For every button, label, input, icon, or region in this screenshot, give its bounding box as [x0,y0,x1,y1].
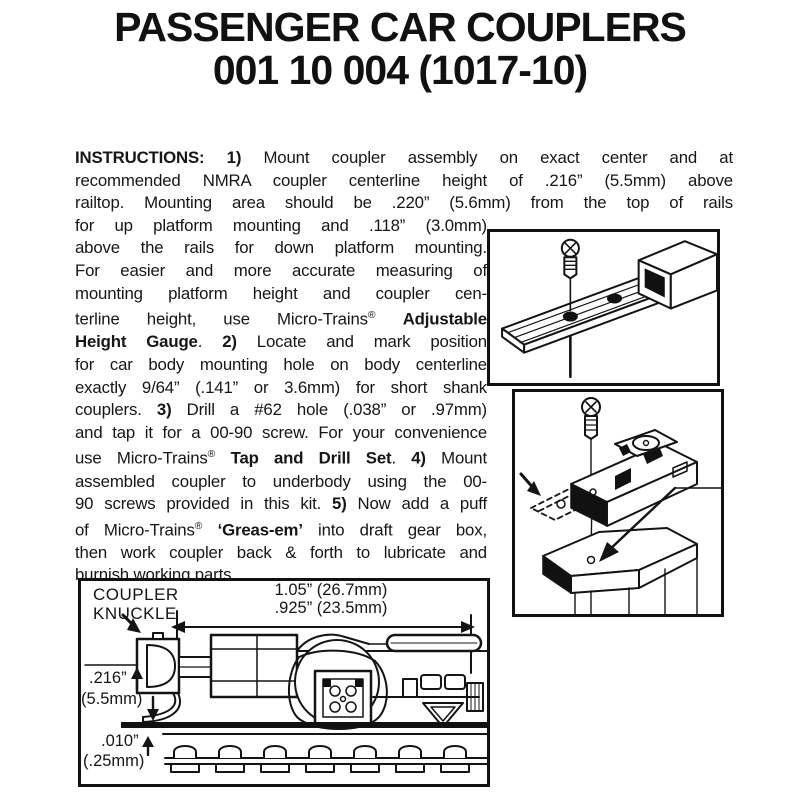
instruction-line: terline height, use Micro-Trains® Adjust… [75,309,487,329]
coupler-height-dimension-in: .216” [89,669,127,687]
instruction-line: use Micro-Trains® Tap and Drill Set. 4) … [75,448,488,468]
instruction-line: then work coupler back & forth to lubric… [75,542,487,562]
instruction-line: assembled coupler to underbody using the… [75,471,487,491]
coupler-height-dimension-mm: (5.5mm) [81,690,143,708]
platform-mounting-diagram-art [501,238,717,379]
instruction-line: recommended NMRA coupler centerline heig… [75,170,733,190]
coupler-knuckle-label: COUPLER KNUCKLE [93,585,179,623]
instruction-line: Height Gauge. 2) Locate and mark positio… [75,332,487,352]
instruction-line: For easier and more accurate measuring o… [75,260,487,280]
instruction-line: above the rails for down platform mounti… [75,238,487,258]
figure-platform-mounting [487,229,720,386]
product-number: 001 10 004 (1017-10) [212,47,588,93]
coupler-side-view-art [84,610,487,773]
figure-coupler-assembly [512,389,724,617]
instructions-text: INSTRUCTIONS: 1) Mount coupler assembly … [75,147,733,587]
product-title: PASSENGER CAR COUPLERS [114,4,687,50]
instruction-line: INSTRUCTIONS: 1) Mount coupler assembly … [75,148,733,167]
instruction-line: exactly 9/64” (.141” or 3.6mm) for short… [75,377,487,397]
instruction-line: mounting platform height and coupler cen… [75,283,487,303]
figure-coupler-side-view: COUPLER KNUCKLE 1.05” (26.7mm) .925” (23… [78,578,490,787]
instruction-line: for car body mounting hole on body cente… [75,354,487,374]
rail-clearance-dimension-mm: (.25mm) [83,752,145,770]
page-title: PASSENGER CAR COUPLERS 001 10 004 (1017-… [0,6,800,92]
instruction-line: of Micro-Trains® ‘Greas-em’ into draft g… [75,520,487,540]
coupler-assembly-diagram-art [519,397,721,614]
rail-clearance-dimension-in: .010” [101,732,139,750]
instruction-line: and tap it for a 00-90 screw. For your c… [75,422,487,442]
instruction-line: railtop. Mounting area should be .220” (… [75,193,733,213]
coupler-length-dimensions: 1.05” (26.7mm) .925” (23.5mm) [274,581,388,617]
instruction-line: for up platform mounting and .118” (3.0m… [75,215,487,235]
instruction-line: couplers. 3) Drill a #62 hole (.038” or … [75,400,487,420]
instruction-line: 90 screws provided in this kit. 5) Now a… [75,494,487,514]
